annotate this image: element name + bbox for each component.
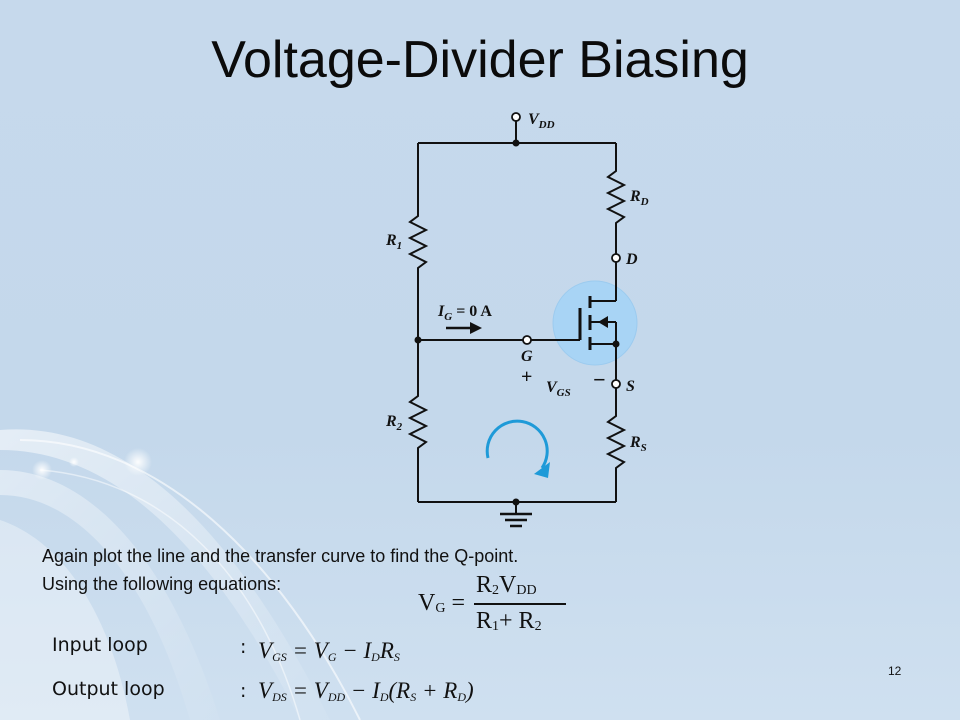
rs-resistor <box>605 410 627 474</box>
output-loop-label: Output loop <box>52 678 165 700</box>
output-loop-equation: VDS = VDD − ID(RS + RD) <box>258 678 474 704</box>
instruction-line-2: Using the following equations: <box>42 574 282 594</box>
r1-resistor <box>407 210 429 274</box>
fraction-bar <box>474 603 566 605</box>
r2-resistor <box>407 390 429 454</box>
r1-label: R1 <box>385 232 402 252</box>
source-terminal <box>611 379 621 389</box>
source-label: S <box>626 378 635 395</box>
drain-label: D <box>625 251 638 268</box>
vgs-plus: + <box>521 366 532 388</box>
input-loop-label: Input loop <box>52 634 148 656</box>
page-number: 12 <box>888 664 902 678</box>
vg-formula-numerator: R2VDD <box>476 572 537 598</box>
gate-terminal <box>522 335 532 345</box>
slide-title: Voltage-Divider Biasing <box>211 31 749 89</box>
rs-label: RS <box>629 434 647 454</box>
input-loop-colon: : <box>240 636 247 658</box>
rd-label: RD <box>629 188 649 208</box>
vdd-label: VDD <box>528 111 555 131</box>
vgs-label: VGS <box>546 379 571 399</box>
vg-formula-denominator: R1+ R2 <box>476 608 542 634</box>
loop-arrow <box>485 419 549 469</box>
vg-formula-lhs: VG = <box>418 590 466 616</box>
gate-label: G <box>521 348 533 365</box>
voltage-divider-circuit: VDD R1 R2 RD RS D S G IG = 0 A + − VGS <box>385 111 649 528</box>
vgs-minus: − <box>593 367 606 392</box>
ig-label: IG = 0 A <box>437 303 492 323</box>
vdd-terminal <box>511 112 521 122</box>
output-loop-colon: : <box>240 680 247 702</box>
rd-resistor <box>605 165 627 229</box>
r2-label: R2 <box>385 413 403 433</box>
drain-terminal <box>611 253 621 263</box>
input-loop-equation: VGS = VG − IDRS <box>258 638 400 664</box>
mosfet-arrow <box>598 316 608 328</box>
instruction-line-1: Again plot the line and the transfer cur… <box>42 546 519 566</box>
ground-symbol <box>500 512 532 528</box>
